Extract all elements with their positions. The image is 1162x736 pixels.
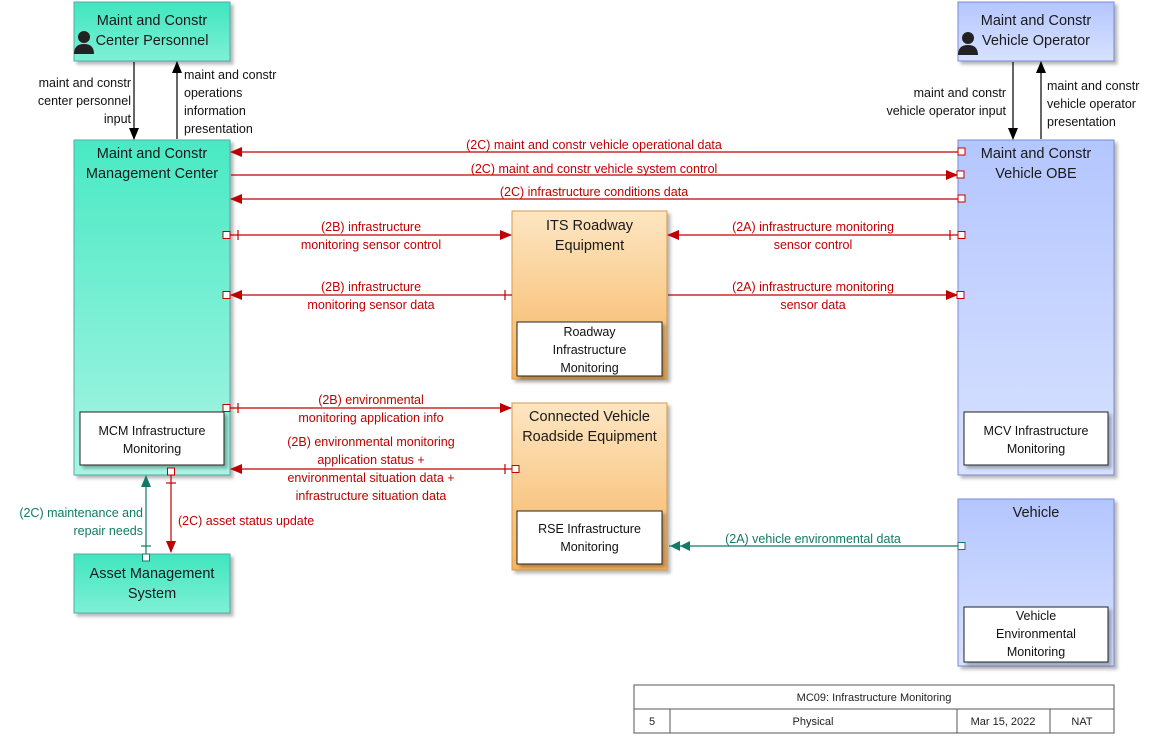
asset-management-label-2: System <box>128 586 176 602</box>
flow-personnel-input-label-2: center personnel <box>38 94 131 108</box>
flow-operator-presentation-label-2: vehicle operator <box>1047 97 1136 111</box>
management-center-label-2: Management Center <box>86 166 218 182</box>
asset-management-box[interactable]: Asset Management System <box>73 553 231 614</box>
flow-obe-sensor-data: (2A) infrastructure monitoring sensor da… <box>668 280 965 312</box>
flow-mc-sensor-control-label-1: (2B) infrastructure <box>321 220 421 234</box>
vehicle-operator-label-1: Maint and Constr <box>981 13 1092 29</box>
flow-infrastructure-conditions-data-label: (2C) infrastructure conditions data <box>500 185 688 199</box>
roadway-infra-label-3: Monitoring <box>560 361 618 375</box>
flow-asset-status-update: (2C) asset status update <box>166 467 314 553</box>
rse-infra-label-1: RSE Infrastructure <box>538 522 641 536</box>
flow-env-app-status-label-3: environmental situation data + <box>287 471 454 485</box>
flow-personnel-input: maint and constr center personnel input <box>38 62 139 140</box>
flow-env-app-info-label-1: (2B) environmental <box>318 393 424 407</box>
flow-maintenance-needs-label-2: repair needs <box>74 524 144 538</box>
center-personnel-label-2: Center Personnel <box>96 33 209 49</box>
person-icon <box>74 31 94 54</box>
mcm-infra-label-2: Monitoring <box>123 442 181 456</box>
flow-operations-presentation-label-4: presentation <box>184 122 253 136</box>
vehicle-env-label-3: Monitoring <box>1007 645 1065 659</box>
flow-vehicle-operational-data-label: (2C) maint and constr vehicle operationa… <box>466 138 722 152</box>
flow-obe-sensor-control-label-2: sensor control <box>774 238 853 252</box>
flow-operator-presentation-label-1: maint and constr <box>1047 79 1139 93</box>
mcv-infra-label-1: MCV Infrastructure <box>984 424 1089 438</box>
diagram-title: MC09: Infrastructure Monitoring <box>797 692 952 704</box>
its-roadway-label-2: Equipment <box>555 238 624 254</box>
rse-infra-label-2: Monitoring <box>560 540 618 554</box>
flow-obe-sensor-data-label-2: sensor data <box>780 298 845 312</box>
cv-roadside-label-1: Connected Vehicle <box>529 409 650 425</box>
asset-management-label-1: Asset Management <box>90 566 215 582</box>
flow-obe-sensor-control: (2A) infrastructure monitoring sensor co… <box>667 220 966 252</box>
flow-vehicle-system-control: (2C) maint and constr vehicle system con… <box>231 162 965 180</box>
flow-operations-presentation-label-2: operations <box>184 86 242 100</box>
roadway-infra-label-2: Infrastructure <box>553 343 627 357</box>
mcv-infrastructure-monitoring[interactable]: MCV Infrastructure Monitoring <box>963 411 1109 466</box>
roadway-infra-label-1: Roadway <box>563 325 616 339</box>
flow-env-app-status-label-2: application status + <box>317 453 424 467</box>
flow-vehicle-environmental-data: (2A) vehicle environmental data <box>669 532 966 551</box>
flow-asset-status-update-label: (2C) asset status update <box>178 514 314 528</box>
flow-operator-input-label-2: vehicle operator input <box>886 104 1006 118</box>
cv-roadside-label-2: Roadside Equipment <box>522 429 657 445</box>
flow-operator-presentation-label-3: presentation <box>1047 115 1116 129</box>
person-icon <box>958 32 978 55</box>
flow-vehicle-environmental-data-label: (2A) vehicle environmental data <box>725 532 901 546</box>
diagram-date: Mar 15, 2022 <box>971 716 1036 728</box>
flow-vehicle-operational-data: (2C) maint and constr vehicle operationa… <box>230 138 966 157</box>
flow-operations-presentation-label-1: maint and constr <box>184 68 276 82</box>
flow-personnel-input-label-3: input <box>104 112 132 126</box>
flow-env-app-status-label-4: infrastructure situation data <box>296 489 447 503</box>
management-center-label-1: Maint and Constr <box>97 146 208 162</box>
mcm-infrastructure-monitoring[interactable]: MCM Infrastructure Monitoring <box>79 411 225 466</box>
center-personnel-box[interactable]: Maint and Constr Center Personnel <box>73 1 231 62</box>
flow-obe-sensor-data-label-1: (2A) infrastructure monitoring <box>732 280 894 294</box>
flow-mc-sensor-data: (2B) infrastructure monitoring sensor da… <box>222 280 512 312</box>
flow-env-app-info-label-2: monitoring application info <box>298 411 443 425</box>
flow-env-app-status-label-1: (2B) environmental monitoring <box>287 435 454 449</box>
flow-vehicle-system-control-label: (2C) maint and constr vehicle system con… <box>471 162 718 176</box>
rse-infrastructure-monitoring[interactable]: RSE Infrastructure Monitoring <box>516 510 663 565</box>
its-roadway-label-1: ITS Roadway <box>546 218 634 234</box>
flow-mc-sensor-data-label-2: monitoring sensor data <box>307 298 434 312</box>
vehicle-env-label-2: Environmental <box>996 627 1076 641</box>
flow-env-app-status: (2B) environmental monitoring applicatio… <box>230 435 520 503</box>
flow-operations-presentation-label-3: information <box>184 104 246 118</box>
flow-mc-sensor-data-label-1: (2B) infrastructure <box>321 280 421 294</box>
vehicle-operator-label-2: Vehicle Operator <box>982 33 1090 49</box>
vehicle-env-label-1: Vehicle <box>1016 609 1056 623</box>
vehicle-label: Vehicle <box>1013 505 1060 521</box>
flow-env-app-info: (2B) environmental monitoring applicatio… <box>222 393 512 425</box>
roadway-infrastructure-monitoring[interactable]: Roadway Infrastructure Monitoring <box>516 321 663 377</box>
vehicle-environmental-monitoring[interactable]: Vehicle Environmental Monitoring <box>963 606 1109 663</box>
flow-personnel-input-label-1: maint and constr <box>39 76 131 90</box>
flow-mc-sensor-control: (2B) infrastructure monitoring sensor co… <box>222 220 512 252</box>
title-block: MC09: Infrastructure Monitoring 5 Physic… <box>633 684 1115 734</box>
diagram-view: Physical <box>793 716 834 728</box>
flow-infrastructure-conditions-data: (2C) infrastructure conditions data <box>230 185 966 204</box>
flow-operator-input-label-1: maint and constr <box>914 86 1006 100</box>
mcv-infra-label-2: Monitoring <box>1007 442 1065 456</box>
flow-operator-presentation: maint and constr vehicle operator presen… <box>1036 61 1139 139</box>
center-personnel-label-1: Maint and Constr <box>97 13 208 29</box>
diagram-author: NAT <box>1071 716 1092 728</box>
vehicle-obe-label-2: Vehicle OBE <box>995 166 1077 182</box>
flow-maintenance-needs-label-1: (2C) maintenance and <box>19 506 143 520</box>
flow-operations-presentation: maint and constr operations information … <box>172 61 276 139</box>
mcm-infra-label-1: MCM Infrastructure <box>99 424 206 438</box>
vehicle-obe-label-1: Maint and Constr <box>981 146 1092 162</box>
flow-mc-sensor-control-label-2: monitoring sensor control <box>301 238 441 252</box>
flow-operator-input: maint and constr vehicle operator input <box>886 62 1018 140</box>
flow-maintenance-needs: (2C) maintenance and repair needs <box>19 475 151 562</box>
diagram-number: 5 <box>649 716 655 728</box>
vehicle-operator-box[interactable]: Maint and Constr Vehicle Operator <box>957 1 1115 62</box>
flow-obe-sensor-control-label-1: (2A) infrastructure monitoring <box>732 220 894 234</box>
